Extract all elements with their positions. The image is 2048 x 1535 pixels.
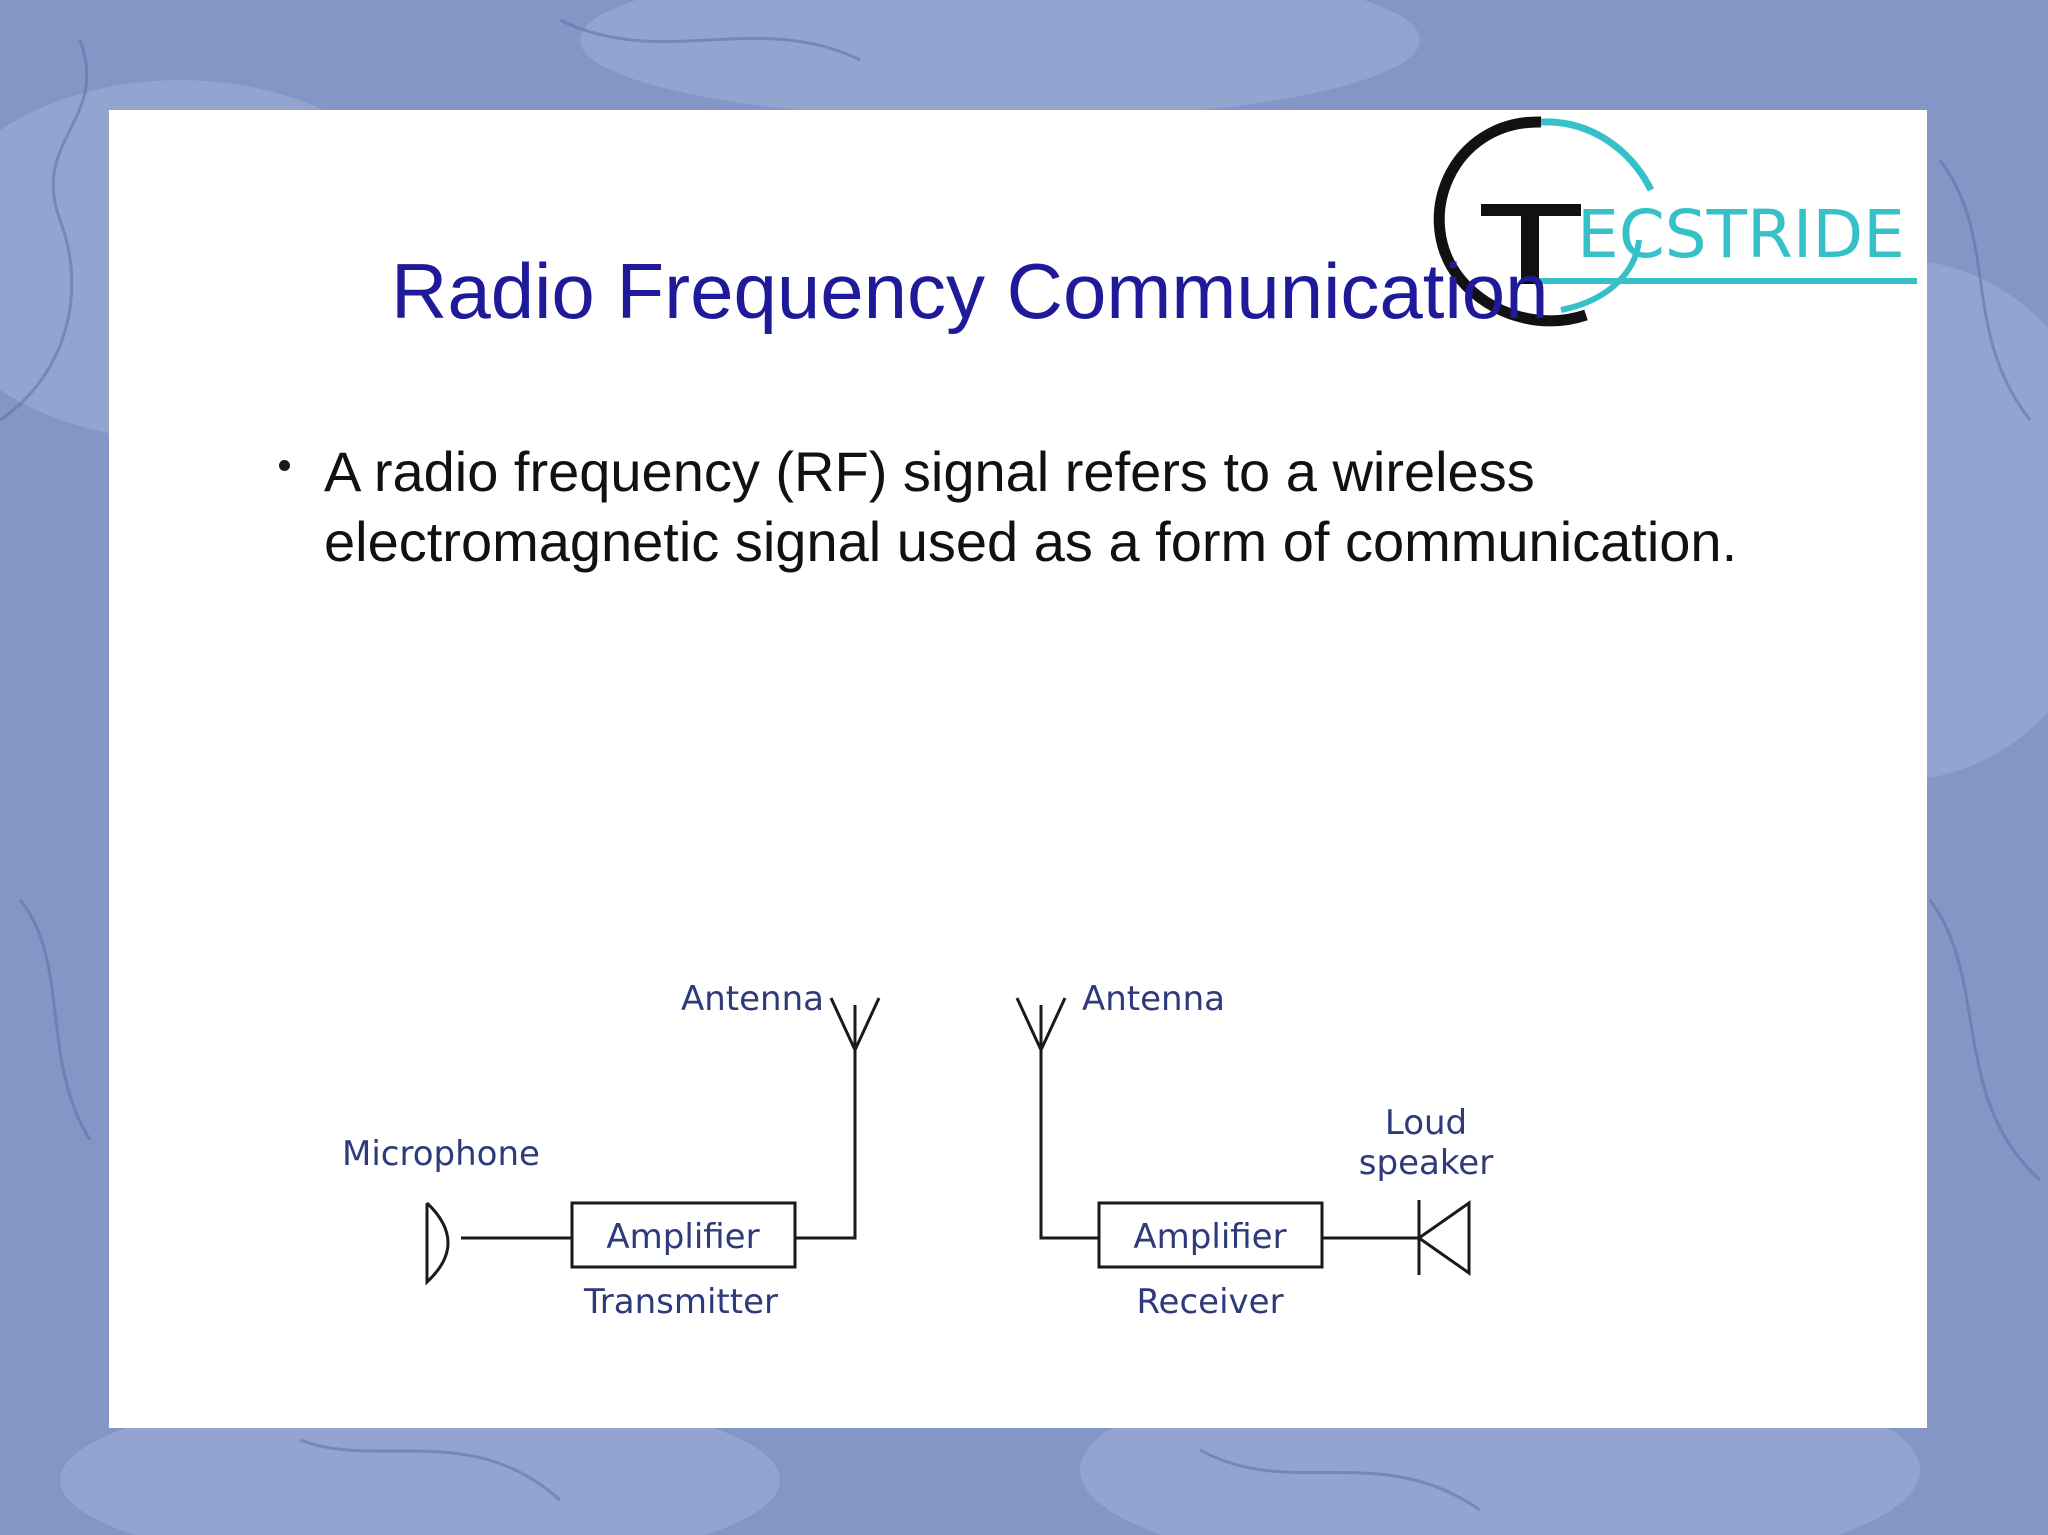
transmitter-antenna-label: Antenna	[681, 979, 824, 1019]
microphone-label: Microphone	[342, 1134, 540, 1174]
transmitter-wire-2	[795, 1030, 857, 1240]
slide: ECSTRIDE Radio Frequency Communication A…	[109, 110, 1927, 1428]
bullet-marker	[279, 460, 290, 471]
receiver-amplifier-label: Amplifier	[1133, 1217, 1286, 1257]
transmitter-amplifier-label: Amplifier	[606, 1217, 759, 1257]
tecstride-logo-icon	[1433, 116, 1917, 327]
loudspeaker-label-line2: speaker	[1359, 1143, 1493, 1183]
receiver-antenna-label: Antenna	[1082, 979, 1225, 1019]
rf-communication-diagram: Antenna Microphone Amplifier Transmitter…	[342, 979, 1493, 1322]
microphone-icon	[425, 1201, 450, 1286]
transmitter-amplifier-box	[570, 1201, 797, 1269]
bullet-text: A radio frequency (RF) signal refers to …	[324, 440, 1738, 573]
receiver-caption: Receiver	[1136, 1282, 1283, 1322]
loudspeaker-label-line1: Loud	[1385, 1103, 1467, 1143]
receiver-amplifier-box	[1097, 1201, 1324, 1269]
transmitter-antenna-icon	[829, 997, 881, 1051]
transmitter-caption: Transmitter	[583, 1282, 778, 1322]
receiver-wire-1	[1039, 1030, 1099, 1240]
slide-title: Radio Frequency Communication	[391, 247, 1549, 335]
logo-text: ECSTRIDE	[1577, 196, 1905, 273]
